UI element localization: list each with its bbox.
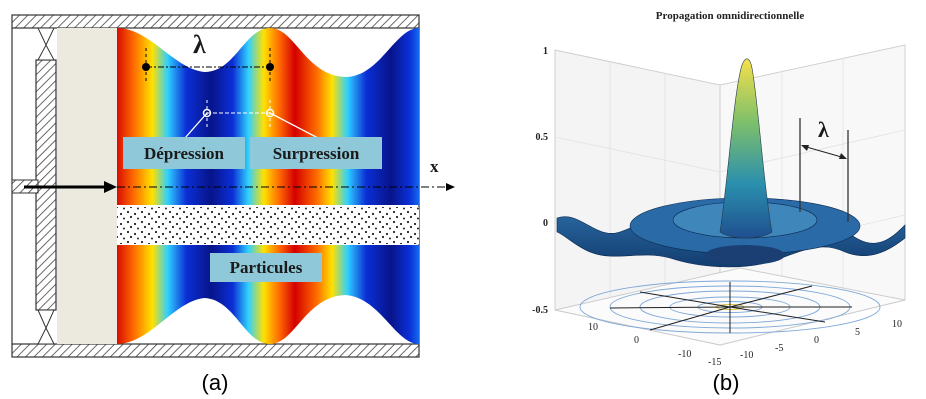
depression-point: [202, 108, 212, 118]
particles-label-box: [210, 253, 322, 282]
piston-rod: [35, 59, 57, 311]
caption-a: (a): [202, 370, 229, 395]
panel-a: x λ Dépression Surpression Particules (a…: [11, 14, 455, 395]
z-tick-0.5: 0.5: [536, 132, 549, 143]
panel-b: Propagation omnidirectionnelle: [532, 10, 906, 395]
y-tick-10: 10: [892, 319, 902, 330]
push-arrow-head: [104, 181, 117, 193]
surpression-label-box: [250, 137, 382, 169]
z-tick-1: 1: [543, 46, 548, 57]
particles-band: [117, 207, 419, 244]
particles-label: Particules: [230, 258, 303, 277]
y-tick-neg10: -10: [740, 350, 753, 361]
floor-arrows: [609, 282, 852, 333]
z-tick-0: 0: [543, 218, 548, 229]
surface-central-peak: [719, 58, 773, 239]
depression-pointer: [184, 112, 208, 139]
caption-b: (b): [713, 370, 740, 395]
surface-trough: [705, 245, 785, 265]
surpression-point: [265, 108, 275, 118]
y-tick-neg5: -5: [775, 343, 783, 354]
z-tick-neg0.5: -0.5: [532, 305, 548, 316]
y-tick-5: 5: [855, 327, 860, 338]
wavelength-symbol-b: λ: [818, 117, 829, 142]
lambda-arrow: [802, 145, 846, 159]
pressure-wave-lower: [117, 245, 419, 344]
x-axis-arrow: [446, 183, 455, 191]
chart-title: Propagation omnidirectionnelle: [656, 10, 805, 22]
x-tick-neg10: -10: [678, 349, 691, 360]
surpression-label: Surpression: [273, 144, 360, 163]
bottom-wall: [11, 343, 420, 358]
piston-bottom-joint: [37, 309, 55, 345]
depression-label: Dépression: [144, 144, 225, 163]
wavelength-point-right: [266, 63, 274, 71]
top-wall: [11, 14, 420, 29]
surpression-pointer: [269, 112, 319, 139]
x-axis-label: x: [430, 157, 439, 176]
piston-top-joint: [37, 27, 55, 61]
lambda-arrow-head-left: [801, 145, 809, 151]
wavelength-symbol-a: λ: [193, 30, 206, 59]
y-tick-neg15: -15: [708, 357, 721, 368]
x-tick-10: 10: [588, 322, 598, 333]
x-tick-0: 0: [634, 335, 639, 346]
lambda-arrow-head-right: [839, 153, 847, 159]
wavelength-point-left: [142, 63, 150, 71]
depression-label-box: [123, 137, 245, 169]
y-tick-0: 0: [814, 335, 819, 346]
